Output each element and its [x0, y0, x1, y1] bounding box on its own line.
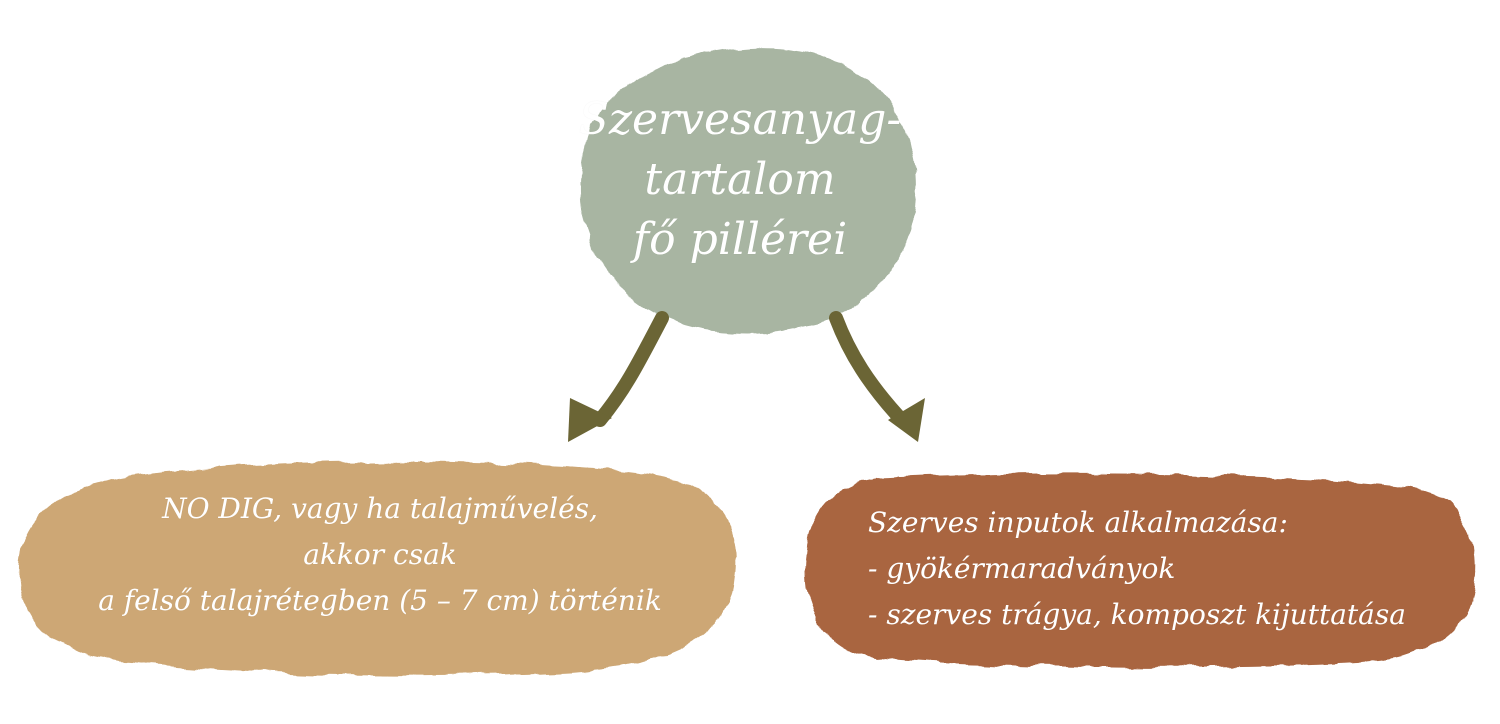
right-node-line-2: - gyökérmaradványok: [868, 552, 1176, 585]
left-node-shape: [19, 461, 736, 676]
left-node-line-1: NO DIG, vagy ha talajművelés,: [162, 492, 598, 525]
right-node-line-1: Szerves inputok alkalmazása:: [868, 506, 1288, 539]
center-node-line-2: tartalom: [644, 154, 836, 205]
left-arrowhead: [568, 398, 612, 442]
right-node-line-3: - szerves trágya, komposzt kijuttatása: [868, 598, 1406, 631]
right-node-label: Szerves inputok alkalmazása: - gyökérmar…: [868, 500, 1468, 638]
left-node-label: NO DIG, vagy ha talajművelés, akkor csak…: [40, 486, 720, 624]
center-node-label: Szervesanyag- tartalom fő pillérei: [575, 90, 905, 270]
right-node-shape: [805, 473, 1476, 668]
center-node-line-3: fő pillérei: [632, 214, 848, 265]
center-node-shape: [579, 47, 917, 333]
left-arrow: [593, 311, 669, 427]
left-node-line-3: a felső talajrétegben (5 – 7 cm) történi…: [98, 584, 662, 617]
left-node-line-2: akkor csak: [303, 538, 457, 571]
right-arrowhead: [888, 398, 925, 442]
center-node-line-1: Szervesanyag-: [578, 94, 902, 145]
right-arrow: [829, 311, 905, 423]
